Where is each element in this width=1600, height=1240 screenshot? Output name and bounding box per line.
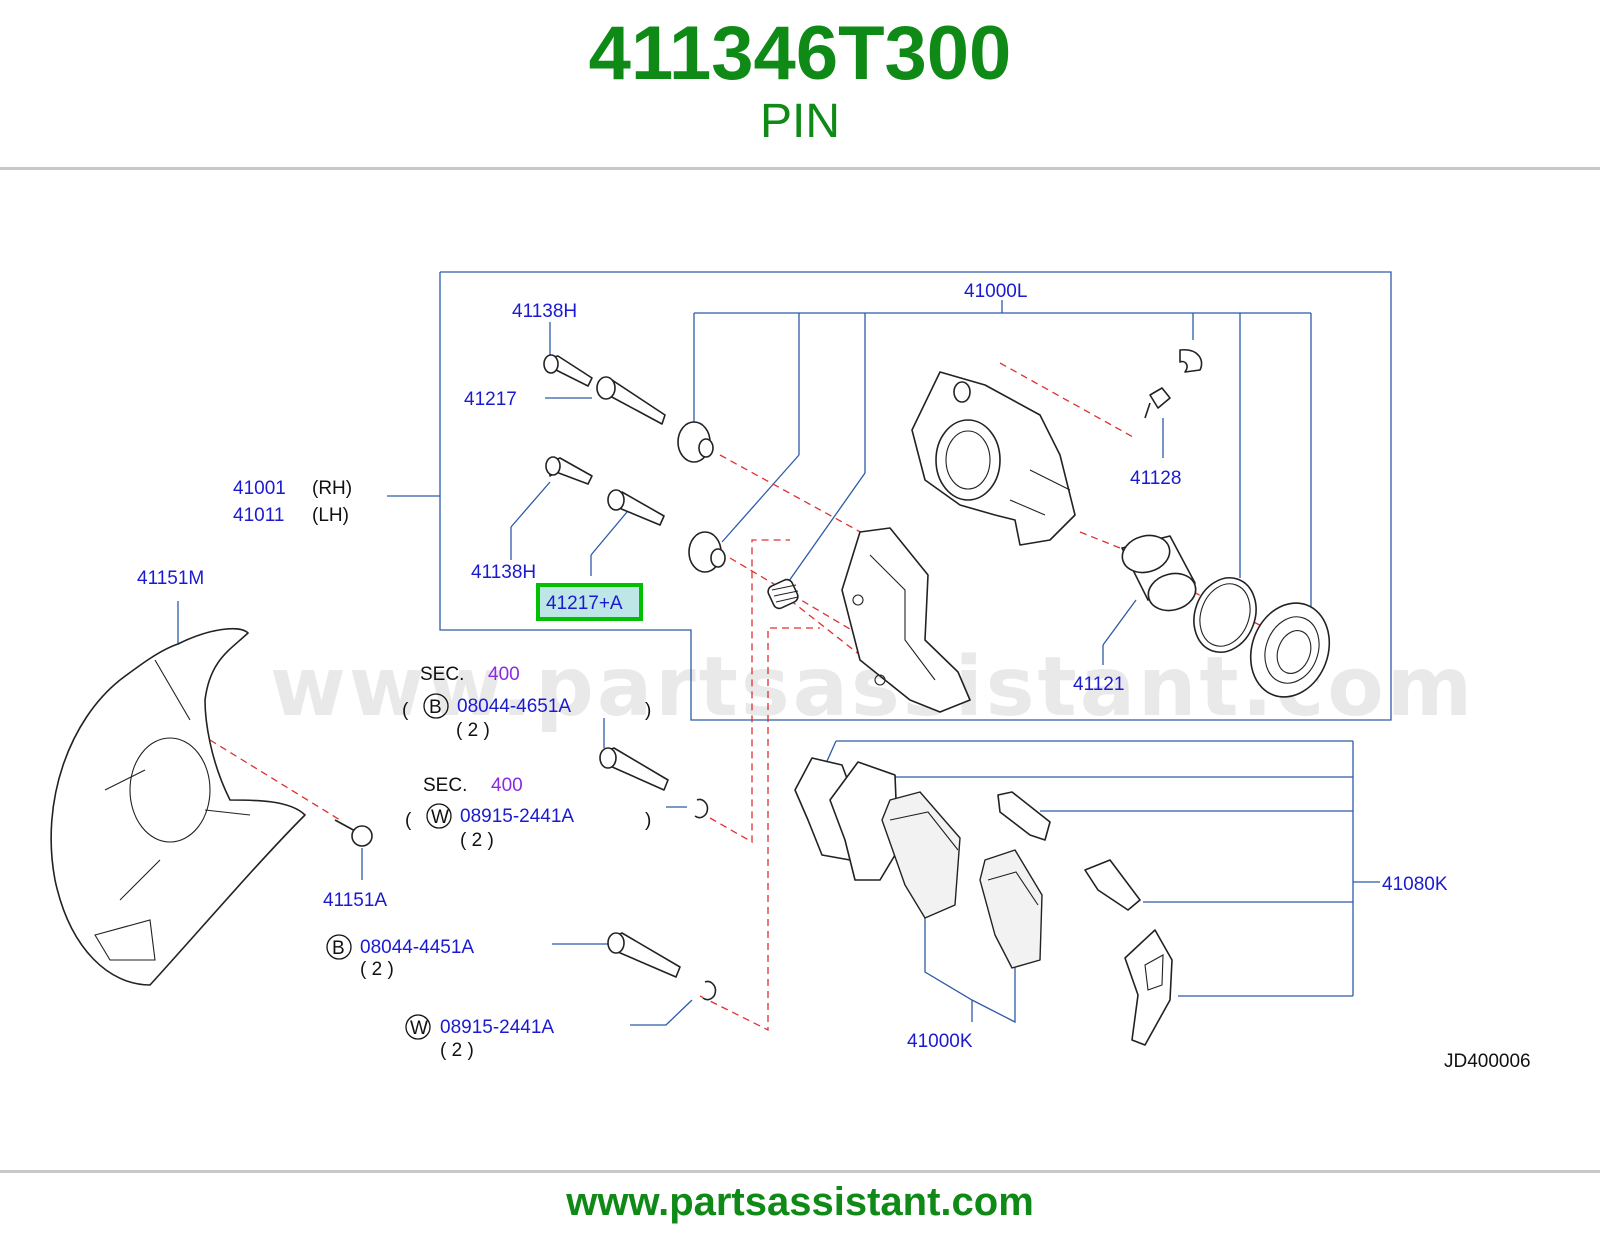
pad-spring — [1084, 859, 1141, 911]
label-41000K[interactable]: 41000K — [907, 1031, 973, 1052]
footer-url[interactable]: www.partsassistant.com — [566, 1180, 1034, 1224]
label-41217[interactable]: 41217 — [464, 389, 517, 410]
pad-shim-outer — [794, 757, 856, 861]
mounting-bolt-lower — [607, 932, 681, 978]
brake-pad-inner — [979, 849, 1043, 969]
footer-divider — [0, 1170, 1600, 1173]
guide-bolt-lower — [545, 456, 593, 485]
anti-rattle-clip — [997, 791, 1051, 841]
label-41217A-highlighted[interactable]: 41217+A — [546, 593, 623, 614]
paren-open: ( — [402, 700, 409, 721]
label-41138H-lower[interactable]: 41138H — [471, 562, 536, 583]
fastener-part[interactable]: 08915-2441A — [460, 806, 574, 827]
shield-bolt — [334, 819, 373, 847]
pin-boot-upper — [677, 421, 714, 463]
fastener-part[interactable]: 08044-4651A — [457, 696, 571, 717]
pad-wear-shim — [1124, 929, 1173, 1046]
guide-pin-41217A — [607, 489, 665, 526]
label-41128[interactable]: 41128 — [1130, 468, 1181, 489]
bleeder-bushing — [767, 578, 799, 610]
caliper-piston — [1121, 534, 1197, 612]
paren-close: ) — [645, 700, 651, 721]
label-41001[interactable]: 41001 — [233, 478, 286, 499]
label-41121[interactable]: 41121 — [1073, 674, 1124, 695]
badge-b — [423, 693, 449, 719]
lock-washer-upper — [694, 798, 709, 819]
label-41001-side: (RH) — [312, 478, 352, 499]
fastener-qty: ( 2 ) — [456, 720, 490, 741]
fastener-qty: ( 2 ) — [460, 830, 494, 851]
dust-shield — [50, 627, 306, 986]
label-41151M[interactable]: 41151M — [137, 568, 204, 589]
badge-w — [405, 1014, 431, 1040]
fastener-group-1: SEC. 400 ( B 08044-4651A ) ( 2 ) — [402, 664, 651, 741]
label-41138H-upper[interactable]: 41138H — [512, 301, 577, 322]
sec-label: SEC. — [423, 775, 467, 796]
leader-lines — [177, 271, 1392, 1026]
caliper-bracket — [841, 527, 971, 713]
piston-boot — [1249, 602, 1331, 698]
bleeder-screw — [1144, 349, 1203, 419]
label-41000L[interactable]: 41000L — [964, 281, 1027, 302]
paren-open: ( — [405, 810, 412, 831]
fastener-group-4: W 08915-2441A ( 2 ) — [405, 1014, 554, 1061]
diagram-code: JD400006 — [1444, 1051, 1531, 1072]
badge-letter: W — [410, 1018, 428, 1039]
fastener-part[interactable]: 08915-2441A — [440, 1017, 554, 1038]
fastener-qty: ( 2 ) — [360, 959, 394, 980]
caliper-body — [911, 371, 1076, 546]
badge-w — [426, 803, 452, 829]
lock-washer-lower — [702, 980, 717, 1001]
sec-number-link[interactable]: 400 — [491, 775, 523, 796]
brake-pad-outer — [881, 791, 961, 919]
pin-boot-lower — [688, 531, 726, 573]
pad-shim-inner — [829, 761, 899, 881]
header-divider — [0, 167, 1600, 170]
label-41151A[interactable]: 41151A — [323, 890, 387, 911]
label-41011-side: (LH) — [312, 505, 349, 526]
alignment-dashes — [209, 362, 1271, 1032]
fastener-part[interactable]: 08044-4451A — [360, 937, 474, 958]
sec-number-link[interactable]: 400 — [488, 664, 520, 685]
mounting-bolt-upper — [599, 747, 669, 791]
label-41011[interactable]: 41011 — [233, 505, 284, 526]
paren-close: ) — [645, 810, 651, 831]
part-name: PIN — [759, 95, 840, 148]
guide-bolt-upper — [543, 354, 593, 387]
badge-b — [326, 934, 352, 960]
label-41080K[interactable]: 41080K — [1382, 874, 1448, 895]
page-title: 411346T300 — [588, 11, 1012, 96]
guide-pin-41217 — [596, 376, 666, 425]
fastener-group-3: B 08044-4451A ( 2 ) — [326, 934, 474, 980]
highlight-box — [536, 583, 643, 621]
badge-letter: B — [429, 697, 442, 718]
fastener-group-2: SEC. 400 ( W 08915-2441A ) ( 2 ) — [405, 775, 651, 851]
sec-label: SEC. — [420, 664, 464, 685]
badge-letter: W — [431, 807, 449, 828]
badge-letter: B — [332, 938, 345, 959]
fastener-qty: ( 2 ) — [440, 1040, 474, 1061]
piston-seal — [1193, 577, 1257, 653]
